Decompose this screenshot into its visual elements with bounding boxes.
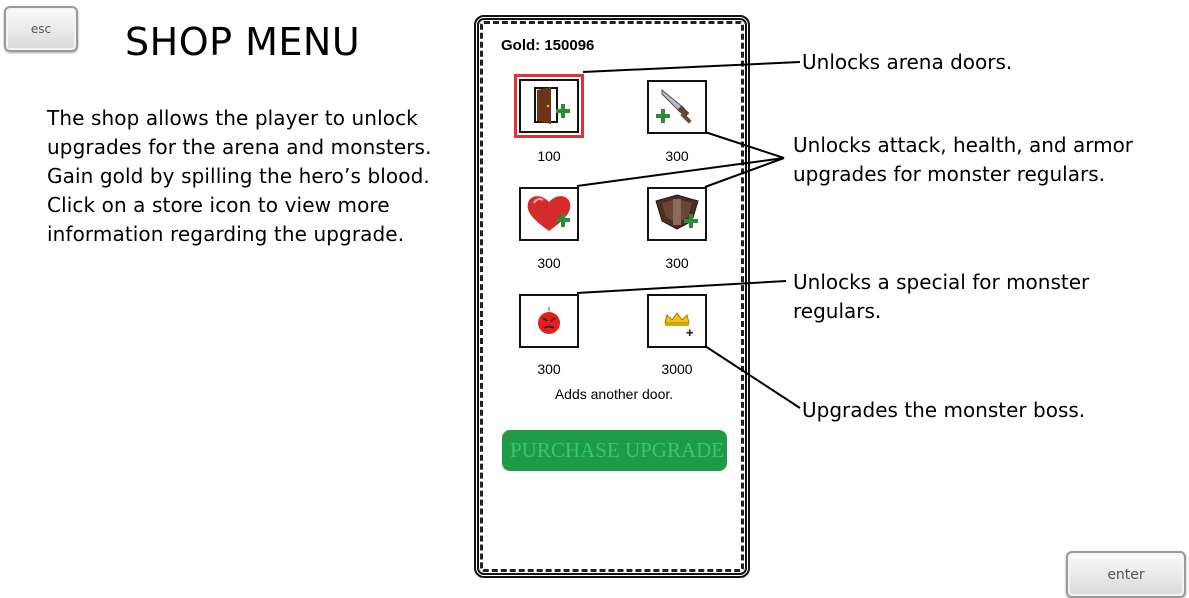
item-price: 100 [537, 148, 561, 164]
description-line: information regarding the upgrade. [47, 222, 405, 246]
callout-stats-line: Unlocks attack, health, and armor [793, 133, 1134, 157]
shield-plus-icon [655, 194, 699, 230]
sword-plus-icon [656, 88, 692, 124]
callout-special-line: Unlocks a special for monster [793, 270, 1090, 294]
item-price: 300 [665, 255, 689, 271]
shop-item-boss[interactable]: ✚ [647, 294, 707, 348]
description-line: The shop allows the player to unlock [47, 106, 418, 130]
callout-boss: Upgrades the monster boss. [802, 398, 1086, 422]
crown-icon: ✚ [664, 312, 694, 339]
callout-special-line: regulars. [793, 299, 882, 323]
description-line: Gain gold by spilling the hero’s blood. [47, 164, 430, 188]
shop-item-sword[interactable] [647, 80, 707, 134]
item-price: 300 [665, 148, 689, 164]
callout-arena-doors: Unlocks arena doors. [802, 50, 1013, 74]
item-price: 300 [537, 255, 561, 271]
callout-stats-line: upgrades for monster regulars. [793, 162, 1105, 186]
purchase-upgrade-button[interactable]: PURCHASE UPGRADE [502, 430, 727, 471]
enter-key[interactable]: enter [1066, 551, 1186, 598]
page-title: SHOP MENU [125, 20, 361, 64]
shop-item-armor[interactable] [647, 187, 707, 241]
chain-frame [474, 15, 750, 578]
item-price: 300 [537, 361, 561, 377]
door-plus-icon [534, 87, 570, 124]
item-price: 3000 [661, 361, 693, 377]
shop-description: The shop allows the player to unlock upg… [47, 104, 487, 249]
shop-item-special[interactable] [519, 294, 579, 348]
gold-counter: Gold: 150096 [501, 37, 595, 54]
item-description: Adds another door. [554, 386, 674, 402]
angry-face-icon [538, 307, 560, 334]
shop-item-heart[interactable] [519, 187, 579, 241]
description-line: Click on a store icon to view more [47, 193, 390, 217]
description-line: upgrades for the arena and monsters. [47, 135, 432, 159]
heart-plus-icon [527, 196, 571, 231]
esc-key[interactable]: esc [4, 6, 78, 52]
svg-text:✚: ✚ [686, 329, 694, 339]
shop-item-door[interactable] [514, 74, 584, 138]
